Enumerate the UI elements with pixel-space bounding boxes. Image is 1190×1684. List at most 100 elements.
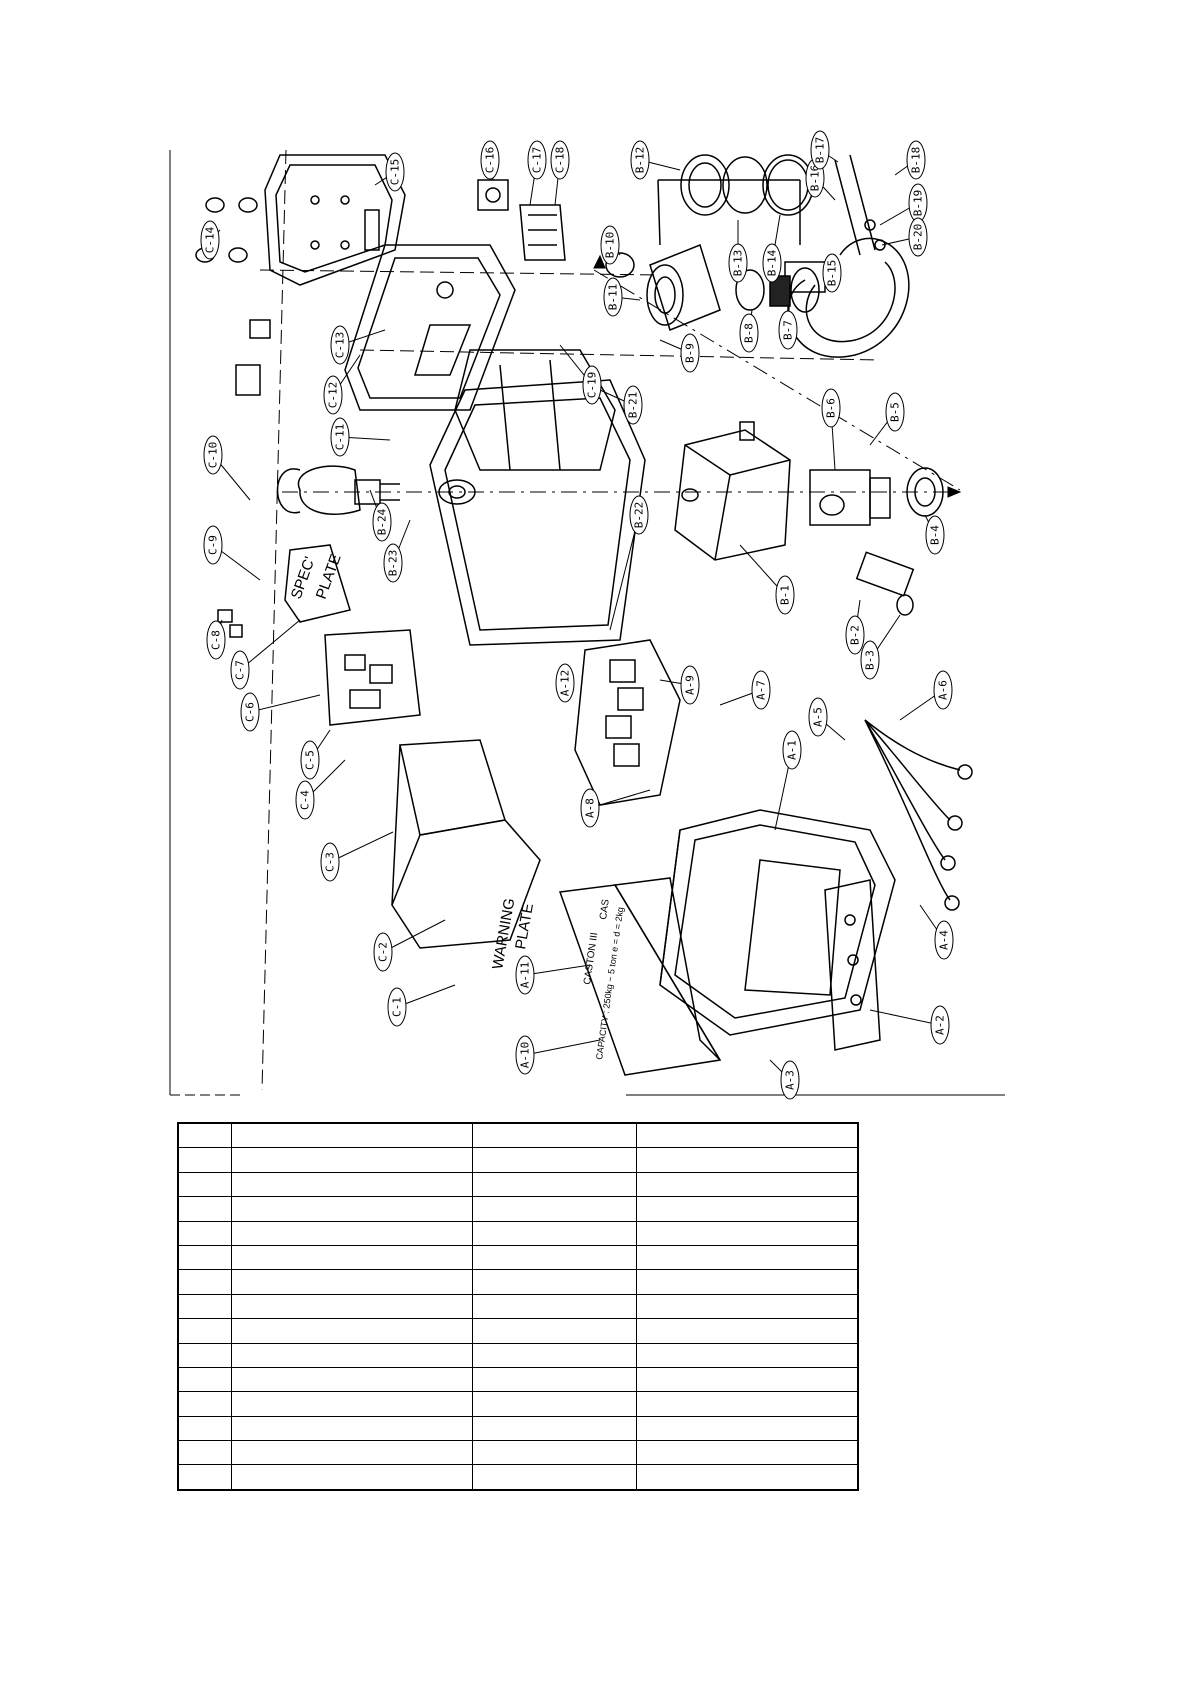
parts-table-body: [177, 1147, 859, 1491]
callout-a-11: A-11: [515, 955, 535, 995]
callout-bubble: [780, 1060, 800, 1100]
callout-b-14: B-14: [762, 243, 782, 283]
callout-text: B-23: [387, 550, 400, 577]
table-row: [177, 1464, 859, 1491]
table-cell: [471, 1269, 637, 1295]
callout-bubble: [930, 1005, 950, 1045]
callout-text: C-10: [207, 442, 220, 469]
callout-bubble: [330, 325, 350, 365]
callout-text: B-11: [607, 284, 620, 311]
callout-text: B-12: [634, 147, 647, 174]
knob-caps-c14: [195, 197, 258, 263]
table-cell: [230, 1366, 473, 1393]
callout-c-2: C-2: [373, 932, 393, 972]
callout-text: C-1: [391, 997, 404, 1017]
callout-c-5: C-5: [300, 740, 320, 780]
callout-a-5: A-5: [808, 697, 828, 737]
table-cell: [177, 1196, 232, 1222]
callout-text: B-22: [633, 502, 646, 529]
callout-leader: [249, 694, 321, 713]
callout-a-4: A-4: [934, 920, 954, 960]
switch-c16: [477, 179, 509, 211]
callout-b-10: B-10: [600, 225, 620, 265]
callout-bubble: [527, 140, 547, 180]
table-row: [177, 1415, 859, 1442]
callout-a-1: A-1: [782, 730, 802, 770]
callout-bubble: [295, 780, 315, 820]
battery-case-c2-c3: [391, 739, 541, 949]
spec-plate-c7: [284, 544, 351, 623]
callout-text: A-8: [584, 798, 597, 818]
callout-bubble: [582, 365, 602, 405]
table-cell: [177, 1318, 232, 1344]
callout-text: A-10: [519, 1042, 532, 1069]
table-cell: [471, 1244, 637, 1271]
cable-connectors-a4-a6: [864, 719, 973, 911]
callout-bubble: [206, 620, 226, 660]
front-panel-a2: [824, 879, 881, 1051]
table-row: [177, 1342, 859, 1368]
callout-bubble: [373, 932, 393, 972]
callout-c-18: C-18: [550, 140, 570, 180]
callout-leader: [524, 1039, 601, 1056]
callout-bubble: [933, 670, 953, 710]
callout-b-5: B-5: [885, 392, 905, 432]
callout-b-18: B-18: [906, 140, 926, 180]
load-cell-b1: [674, 421, 791, 561]
callout-b-9: B-9: [680, 333, 700, 373]
table-row: [177, 1318, 859, 1344]
table-cell: [177, 1147, 232, 1173]
callout-bubble: [330, 417, 350, 457]
table-row: [177, 1196, 859, 1222]
callout-text: A-6: [937, 680, 950, 700]
callout-bubble: [908, 217, 928, 257]
callout-a-8: A-8: [580, 788, 600, 828]
callout-bubble: [751, 670, 771, 710]
table-cell: [471, 1342, 637, 1368]
callout-text: B-1: [779, 585, 792, 605]
table-cell: [471, 1293, 637, 1320]
table-cell: [471, 1171, 637, 1198]
table-row: [177, 1391, 859, 1417]
callout-b-2: B-2: [845, 615, 865, 655]
table-cell: [635, 1342, 859, 1368]
callout-text: A-1: [786, 740, 799, 760]
clips-c8: [217, 609, 243, 638]
callout-leader: [382, 919, 446, 953]
parts-table-column-header: [230, 1122, 473, 1149]
callout-bubble: [782, 730, 802, 770]
display-board-a9: [574, 639, 681, 806]
callout-bubble: [821, 388, 841, 428]
callout-text: B-16: [809, 165, 822, 192]
callout-bubble: [383, 543, 403, 583]
callout-bubble: [845, 615, 865, 655]
callout-b-17: B-17: [810, 130, 830, 170]
assembly-axis: [259, 254, 962, 498]
table-cell: [177, 1342, 232, 1368]
hook-b15: [784, 237, 910, 358]
table-cell: [471, 1366, 637, 1393]
callout-bubble: [623, 385, 643, 425]
callout-text: C-14: [204, 226, 217, 253]
callout-bubble: [630, 140, 650, 180]
callout-b-1: B-1: [775, 575, 795, 615]
table-cell: [230, 1220, 473, 1246]
callout-text: A-2: [934, 1015, 947, 1035]
table-cell: [177, 1440, 232, 1466]
table-cell: [471, 1391, 637, 1417]
model-label: CASTON III: [582, 932, 600, 986]
callout-bubble: [680, 333, 700, 373]
callout-text: B-15: [826, 260, 839, 287]
callout-leader: [589, 789, 651, 809]
callout-b-20: B-20: [908, 217, 928, 257]
table-cell: [635, 1415, 859, 1442]
table-cell: [230, 1318, 473, 1344]
parts-table-column-header: [635, 1122, 859, 1149]
callout-bubble: [934, 920, 954, 960]
callout-c-8: C-8: [206, 620, 226, 660]
table-cell: [635, 1293, 859, 1320]
shackle-b6: [809, 469, 891, 526]
table-row: [177, 1293, 859, 1320]
callout-text: C-8: [210, 630, 223, 650]
callout-c-1: C-1: [387, 987, 407, 1027]
